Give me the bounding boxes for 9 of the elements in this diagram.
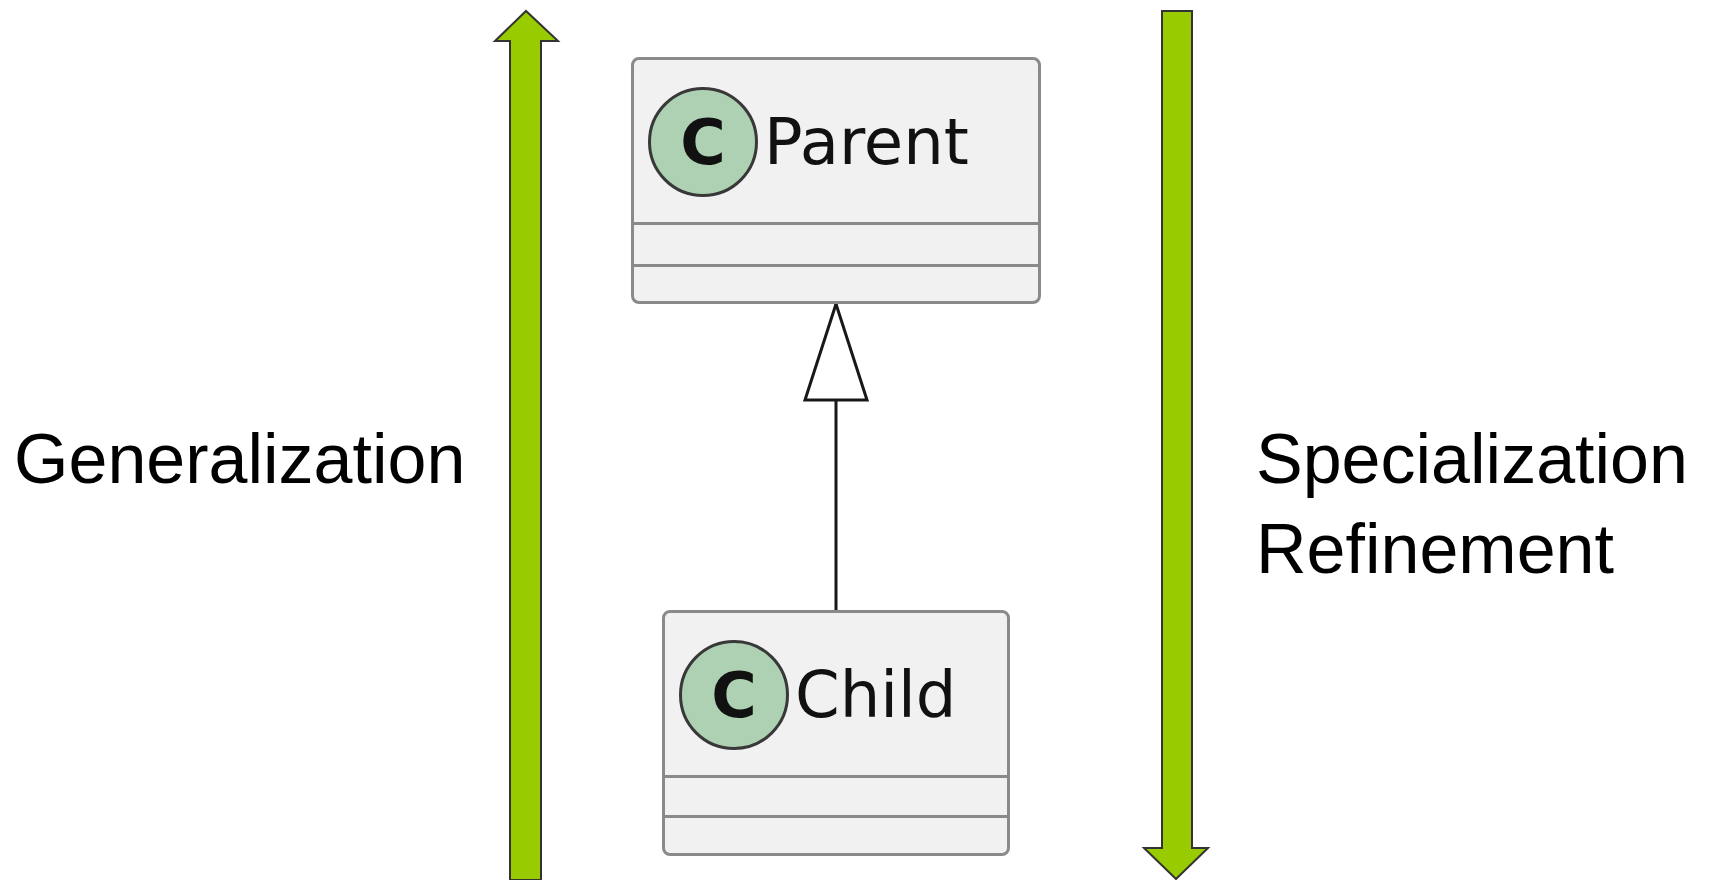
annotation-text: Refinement: [1256, 514, 1614, 584]
class-badge: C: [679, 640, 789, 750]
class-badge: C: [648, 87, 758, 197]
class-box: [631, 57, 1041, 304]
class-name: Parent: [764, 105, 969, 179]
annotation-text: Generalization: [14, 424, 466, 494]
inheritance-arrow: [803, 302, 869, 610]
class-name: Child: [795, 658, 957, 732]
class-box: [662, 610, 1010, 856]
